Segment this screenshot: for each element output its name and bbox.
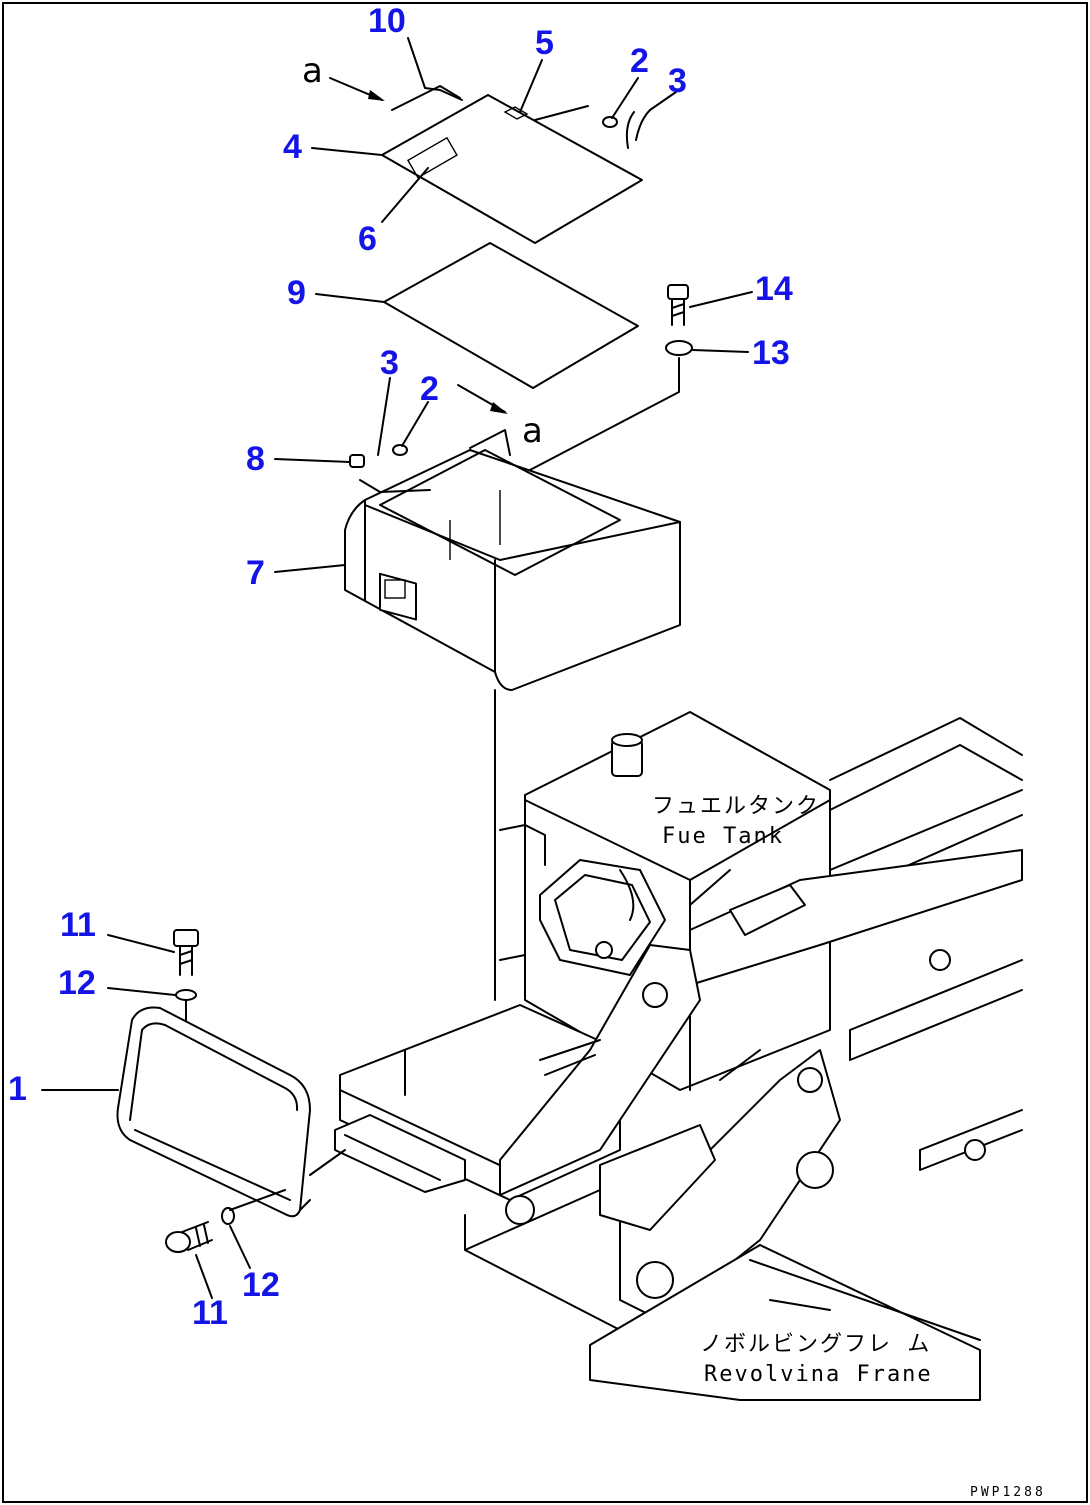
callout-6: 6 (358, 220, 377, 258)
leader-3-mid (377, 377, 391, 456)
washer-2-top (602, 116, 618, 128)
fuel-tank (499, 711, 831, 1091)
arrow-a-mid-head (490, 402, 508, 414)
callout-3-top: 3 (668, 62, 687, 100)
lid-to-box-line (534, 105, 589, 121)
callout-12-bottom: 12 (242, 1266, 280, 1304)
leader-12-bottom (229, 1225, 251, 1269)
leader-11-bottom (195, 1254, 213, 1299)
leader-fuel-tank (689, 869, 731, 906)
leader-8 (274, 458, 351, 463)
callout-2-mid: 2 (420, 370, 439, 408)
bolt-11-bottom (165, 1221, 213, 1253)
cover-part-1 (116, 1006, 311, 1218)
fuel-tank-label-en: Fue Tank (662, 824, 784, 849)
lid-part-4 (381, 94, 643, 244)
drawing-code: PWP1288 (970, 1485, 1046, 1500)
leader-10 (407, 37, 463, 101)
toolbox-part-7 (344, 429, 681, 691)
bolt-14 (667, 284, 689, 326)
callout-11-top: 11 (60, 906, 96, 944)
hinge-10 (391, 85, 461, 111)
cover-link-line (309, 1149, 346, 1176)
callout-7: 7 (246, 554, 265, 592)
ref-a-mid: a (522, 411, 543, 451)
leader-12-top (107, 987, 176, 996)
leader-2-mid (401, 401, 429, 447)
pin-3-top (625, 109, 651, 149)
revolving-frame (334, 717, 1023, 1401)
axis-11-bottom (229, 1189, 286, 1211)
revolving-frame-label-jp: ノボルビングフレ ム (700, 1332, 932, 1357)
callout-5: 5 (535, 24, 554, 62)
leader-4 (311, 147, 383, 156)
fuel-tank-label-jp: フュエルタンク (652, 794, 821, 819)
callout-12-top: 12 (58, 964, 96, 1002)
ref-a-top: a (302, 51, 323, 91)
leader-5 (519, 59, 543, 113)
callout-1: 1 (8, 1070, 27, 1108)
callout-3-mid: 3 (380, 344, 399, 382)
washer-12-top (175, 989, 197, 1001)
leader-9 (315, 293, 385, 303)
callout-2-top: 2 (630, 42, 649, 80)
callout-13: 13 (752, 334, 790, 372)
axis-13 (529, 357, 680, 471)
leader-14 (689, 291, 753, 308)
arrow-a-top-head (368, 90, 385, 101)
revolving-frame-label-en: Revolvina Frane (704, 1362, 933, 1387)
mat-part-9 (383, 242, 639, 389)
box-hinge-line (359, 479, 431, 493)
callout-4: 4 (283, 128, 302, 166)
callout-9: 9 (287, 274, 306, 312)
callout-14: 14 (755, 270, 793, 308)
callout-11-bottom: 11 (192, 1294, 228, 1332)
leader-3-top (649, 91, 677, 111)
leader-6 (381, 167, 429, 223)
bolt-11-top (173, 929, 199, 976)
rubber-8 (349, 454, 365, 468)
leader-13 (692, 349, 749, 353)
leader-11-top (107, 934, 175, 953)
washer-12-bottom (221, 1207, 235, 1225)
leader-2-top (611, 77, 639, 119)
leader-revolving-frame (769, 1299, 831, 1311)
washer-13 (665, 340, 693, 356)
washer-2-mid (392, 444, 408, 456)
callout-8: 8 (246, 440, 265, 478)
callout-10: 10 (368, 2, 406, 40)
leader-7 (274, 564, 346, 573)
